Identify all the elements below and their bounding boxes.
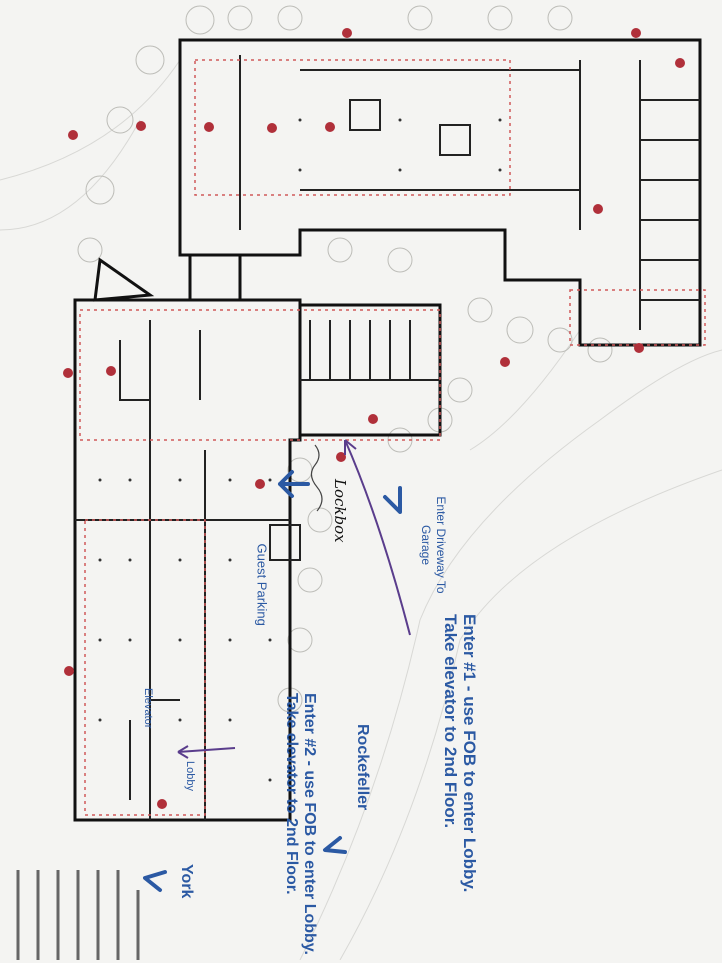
lockbox-label: Lockbox	[331, 479, 349, 543]
interior-walls	[75, 55, 700, 820]
elevator-label: Elevator	[142, 688, 154, 729]
trees	[77, 5, 613, 713]
arrow-icon	[143, 870, 167, 892]
arrow-icon	[383, 486, 402, 514]
enter-1-label: Enter #1 - use FOB to enter Lobby. Take …	[441, 614, 479, 893]
location-dot-icon	[63, 28, 685, 809]
driveway-label: Enter Driveway To Garage	[419, 496, 448, 594]
column-grid	[98, 118, 502, 782]
arrow-icon	[323, 836, 347, 854]
arrow-icon	[278, 470, 310, 498]
enter-2-label: Enter #2 - use FOB to enter Lobby. Take …	[283, 693, 318, 955]
lockbox-scribble	[310, 444, 323, 512]
zone-outlines	[79, 59, 706, 816]
building-walls	[73, 38, 702, 822]
lobby-label: Lobby	[184, 761, 196, 791]
site-contours	[0, 59, 722, 960]
rockefeller-street-label: Rockefeller	[354, 724, 371, 811]
guest-parking-label: Guest Parking	[254, 543, 270, 626]
york-street-label: York	[178, 864, 195, 899]
handdrawn-arrow-icon	[177, 439, 411, 759]
legend-marks	[16, 870, 140, 960]
